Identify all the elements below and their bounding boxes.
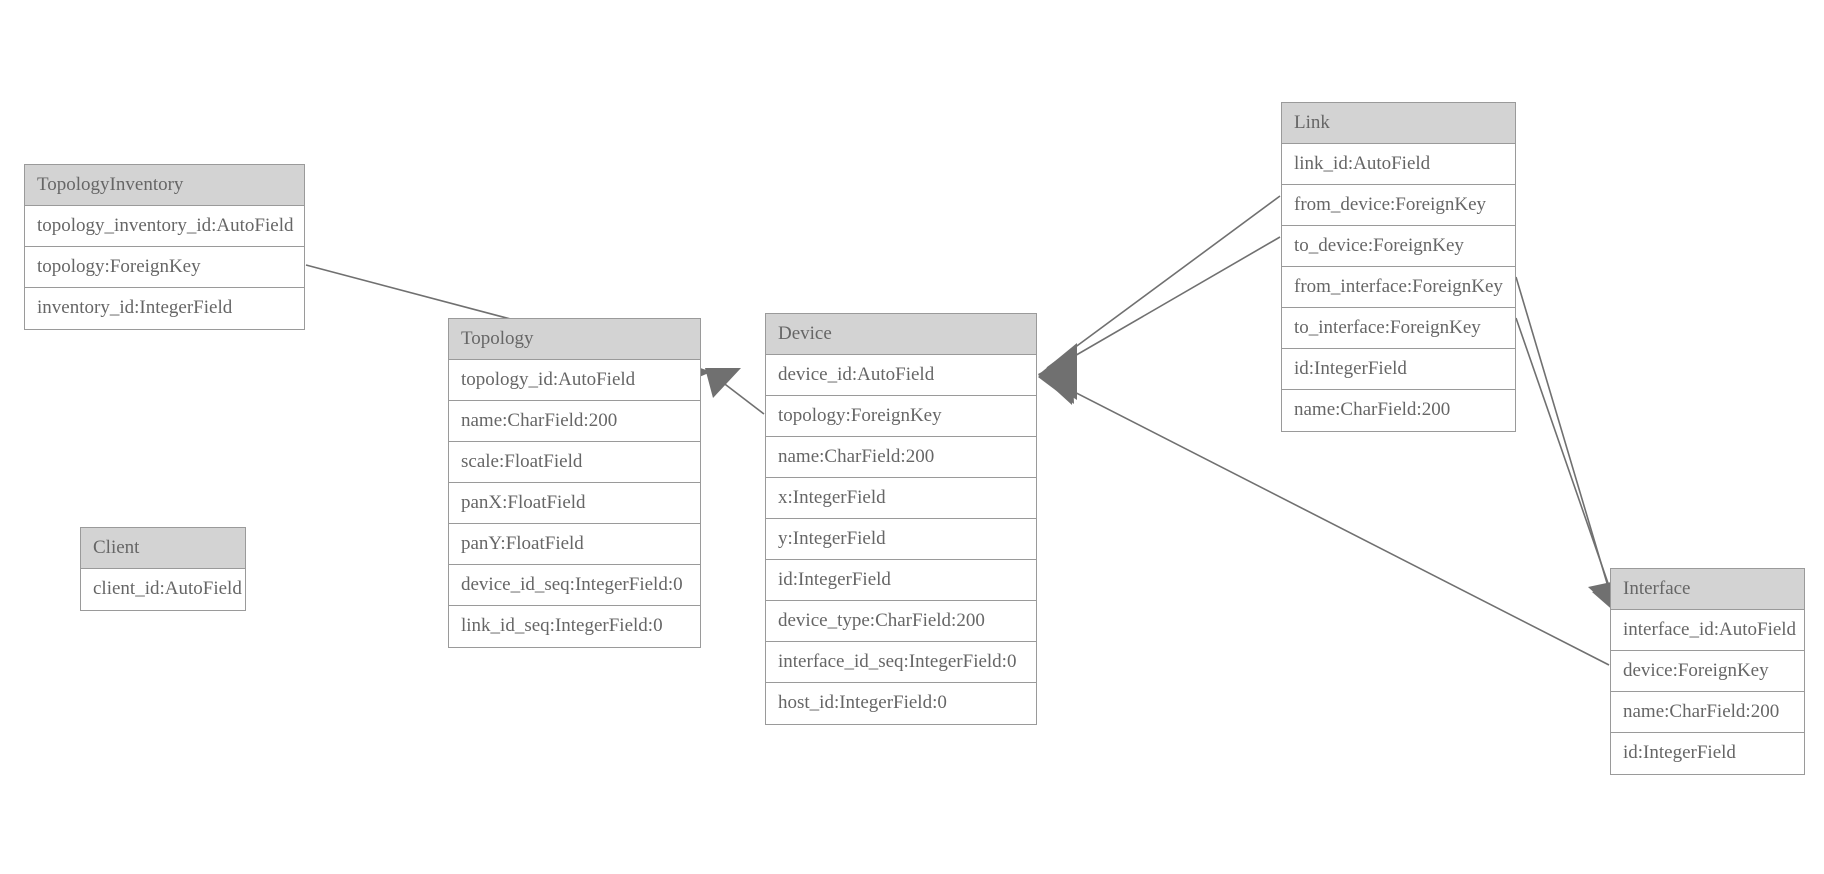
attribute-row[interactable]: to_interface:ForeignKey	[1282, 308, 1515, 349]
attribute-row[interactable]: scale:FloatField	[449, 442, 700, 483]
relationship-arrowhead-icon	[705, 368, 741, 398]
relationship-line	[1046, 195, 1281, 369]
attribute-row[interactable]: id:IntegerField	[1611, 733, 1804, 774]
relationship-line	[1515, 317, 1619, 613]
attribute-row[interactable]: link_id_seq:IntegerField:0	[449, 606, 700, 647]
attribute-row[interactable]: name:CharField:200	[766, 437, 1036, 478]
attribute-row[interactable]: topology:ForeignKey	[766, 396, 1036, 437]
relationship-device-topology[interactable]	[705, 368, 765, 415]
attribute-row[interactable]: name:CharField:200	[1611, 692, 1804, 733]
attribute-row[interactable]: interface_id:AutoField	[1611, 610, 1804, 651]
attribute-row[interactable]: device_id:AutoField	[766, 355, 1036, 396]
entity-title-topology-inventory: TopologyInventory	[25, 165, 304, 206]
relationship-line	[1515, 276, 1616, 611]
relationship-arrowhead-icon	[1038, 355, 1075, 405]
attribute-row[interactable]: link_id:AutoField	[1282, 144, 1515, 185]
attribute-row[interactable]: device:ForeignKey	[1611, 651, 1804, 692]
entity-title-client: Client	[81, 528, 245, 569]
entity-title-device: Device	[766, 314, 1036, 355]
relationship-line	[712, 374, 765, 415]
attribute-row[interactable]: to_device:ForeignKey	[1282, 226, 1515, 267]
attribute-row[interactable]: device_id_seq:IntegerField:0	[449, 565, 700, 606]
attribute-row[interactable]: name:CharField:200	[1282, 390, 1515, 431]
attribute-row[interactable]: inventory_id:IntegerField	[25, 288, 304, 329]
attribute-row[interactable]: from_interface:ForeignKey	[1282, 267, 1515, 308]
relationship-link-from_device[interactable]	[1038, 195, 1281, 400]
attribute-row[interactable]: client_id:AutoField	[81, 569, 245, 610]
relationship-arrowhead-icon	[1038, 350, 1074, 404]
attribute-row[interactable]: panX:FloatField	[449, 483, 700, 524]
relationship-link-from_interface[interactable]	[1515, 276, 1630, 618]
attribute-row[interactable]: device_type:CharField:200	[766, 601, 1036, 642]
attribute-row[interactable]: topology_inventory_id:AutoField	[25, 206, 304, 247]
entity-title-link: Link	[1282, 103, 1515, 144]
attribute-row[interactable]: host_id:IntegerField:0	[766, 683, 1036, 724]
relationship-link-to_device[interactable]	[1038, 236, 1281, 404]
attribute-row[interactable]: topology_id:AutoField	[449, 360, 700, 401]
attribute-row[interactable]: name:CharField:200	[449, 401, 700, 442]
entity-title-interface: Interface	[1611, 569, 1804, 610]
relationship-arrowhead-icon	[1038, 343, 1077, 400]
attribute-row[interactable]: y:IntegerField	[766, 519, 1036, 560]
attribute-row[interactable]: panY:FloatField	[449, 524, 700, 565]
entity-title-topology: Topology	[449, 319, 700, 360]
attribute-row[interactable]: interface_id_seq:IntegerField:0	[766, 642, 1036, 683]
attribute-row[interactable]: topology:ForeignKey	[25, 247, 304, 288]
relationship-line	[1046, 236, 1281, 373]
attribute-row[interactable]: from_device:ForeignKey	[1282, 185, 1515, 226]
attribute-row[interactable]: id:IntegerField	[1282, 349, 1515, 390]
attribute-row[interactable]: x:IntegerField	[766, 478, 1036, 519]
attribute-row[interactable]: id:IntegerField	[766, 560, 1036, 601]
entity-attribute-list-client: client_id:AutoField	[81, 569, 245, 610]
